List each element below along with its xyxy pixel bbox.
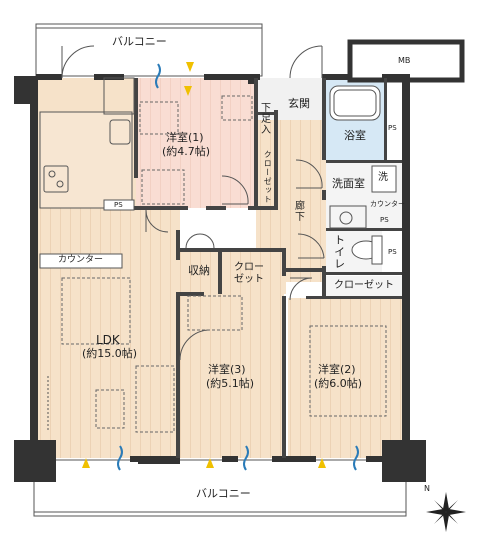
ps-toilet-label: PS — [388, 248, 397, 256]
bath-fixtures — [329, 85, 397, 265]
toilet-label: トイレ — [332, 234, 346, 270]
closet2-label: クローゼット — [334, 280, 394, 291]
window-markers — [82, 62, 359, 471]
storage-area-floor — [180, 250, 286, 294]
room3-name: 洋室(3) — [208, 363, 246, 376]
room2-size: (約6.0帖) — [314, 377, 363, 390]
counter-label: カウンター — [58, 255, 104, 265]
entrance-label: 玄関 — [288, 97, 310, 110]
ldk-size: (約15.0帖) — [82, 347, 138, 360]
closet2-floor — [326, 276, 402, 298]
compass-north-label: N — [424, 484, 430, 493]
exterior-walls — [14, 74, 426, 482]
closet3-label: クロー ゼット — [234, 262, 264, 285]
ldk-name: LDK — [96, 333, 120, 347]
washroom-label: 洗面室 — [332, 177, 365, 190]
ps-kitchen-label: PS — [114, 201, 123, 209]
room3-size: (約5.1帖) — [206, 377, 255, 390]
room3-floor — [180, 292, 284, 458]
room2-name: 洋室(2) — [318, 363, 356, 376]
balcony-bottom-area — [33, 459, 407, 517]
hallway-label: 廊下 — [292, 200, 304, 222]
mb-label: MB — [398, 56, 411, 65]
room1-name: 洋室(1) — [166, 131, 204, 144]
balcony-bottom-label: バルコニー — [196, 487, 251, 500]
closet1-label: クローゼット — [263, 150, 273, 204]
interior-walls — [134, 78, 402, 458]
storage-label: 収納 — [188, 264, 210, 277]
kitchen-fixtures — [39, 77, 135, 432]
ps-bath-label: PS — [388, 124, 397, 132]
balcony-top-area — [35, 23, 263, 77]
furniture — [61, 95, 387, 433]
bathroom-label: 浴室 — [344, 129, 366, 142]
wash-counter-label: カウンター — [370, 200, 405, 208]
balcony-top-label: バルコニー — [112, 35, 167, 48]
room1-size: (約4.7帖) — [162, 145, 211, 158]
washer-label: 洗 — [378, 172, 388, 183]
room2-floor — [288, 298, 402, 458]
ps-wash-label: PS — [380, 216, 389, 224]
shoe-storage-label: 下足入 — [258, 102, 270, 135]
room1-floor — [136, 78, 256, 208]
door-swings — [61, 45, 325, 361]
compass-rose — [426, 492, 466, 532]
